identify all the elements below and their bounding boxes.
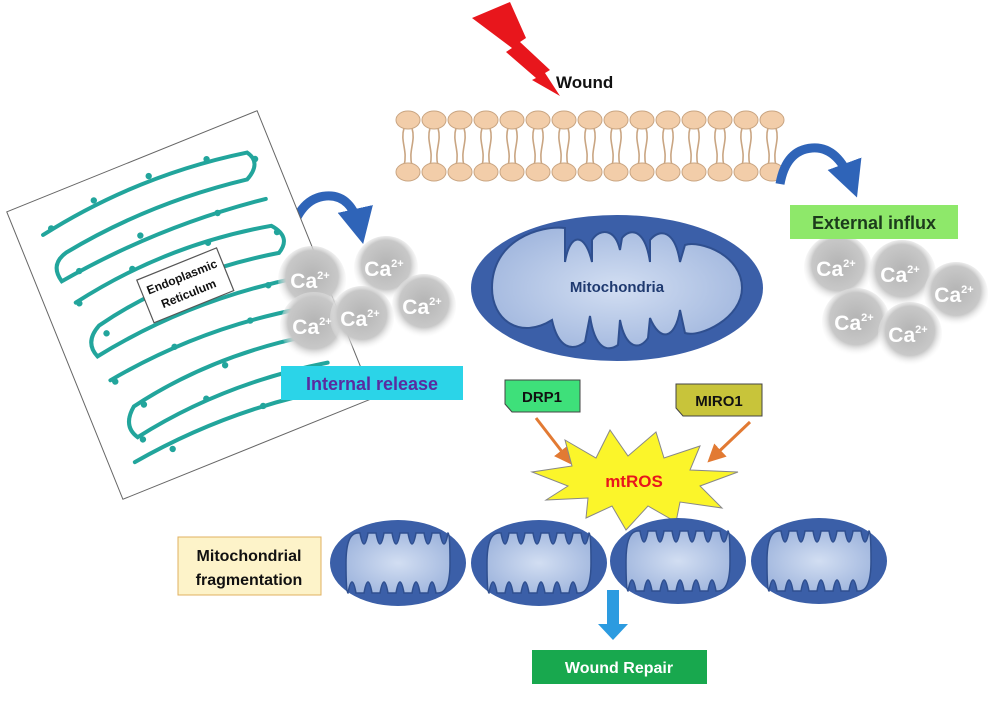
- calcium-ion-label: Ca2+: [290, 270, 329, 293]
- wound-label: Wound: [556, 73, 613, 92]
- fragmentation-label-line2: fragmentation: [196, 572, 303, 589]
- calcium-ion-label: Ca2+: [880, 264, 919, 287]
- miro1-label: MIRO1: [695, 393, 743, 410]
- calcium-cluster-internal: Ca2+ Ca2+ Ca2+ Ca2+ Ca2+: [278, 236, 456, 360]
- calcium-ion-label: Ca2+: [888, 324, 927, 347]
- mitochondrion-main: Mitochondria: [471, 215, 763, 361]
- calcium-ion-label: Ca2+: [292, 316, 331, 339]
- wound-repair-box: [532, 650, 707, 684]
- internal-release-label: Internal release: [306, 374, 438, 394]
- external-influx-label: External influx: [812, 213, 936, 233]
- curved-arrow-external-influx: [775, 143, 862, 198]
- calcium-ion-label: Ca2+: [402, 296, 441, 319]
- arrow-down-to-repair: [598, 590, 628, 640]
- arrow-miro1-to-mtros: [707, 420, 752, 463]
- calcium-ion-label: Ca2+: [364, 258, 403, 281]
- lightning-icon: [472, 2, 560, 96]
- mitochondria-label: Mitochondria: [570, 279, 665, 296]
- cell-membrane: [395, 110, 785, 182]
- mtros-label: mtROS: [605, 472, 663, 491]
- fragmentation-label-line1: Mitochondrial: [197, 548, 302, 565]
- calcium-ion-label: Ca2+: [934, 284, 973, 307]
- fragmented-mitochondria: [330, 518, 887, 606]
- calcium-cluster-external: Ca2+ Ca2+ Ca2+ Ca2+ Ca2+: [804, 234, 988, 366]
- drp1-tag: [504, 379, 581, 413]
- arrow-drp1-to-mtros: [534, 417, 573, 465]
- wound-repair-label: Wound Repair: [565, 660, 673, 677]
- miro1-tag: [675, 383, 763, 417]
- external-influx-box: [790, 205, 958, 239]
- endoplasmic-reticulum: Endoplasmic Reticulum: [6, 110, 374, 500]
- fragmentation-box: [177, 536, 322, 596]
- mtros-burst: [530, 429, 739, 531]
- calcium-ion-label: Ca2+: [816, 258, 855, 281]
- internal-release-box: [281, 366, 463, 400]
- calcium-ion-label: Ca2+: [340, 308, 379, 331]
- calcium-ion-label: Ca2+: [834, 312, 873, 335]
- drp1-label: DRP1: [522, 389, 562, 406]
